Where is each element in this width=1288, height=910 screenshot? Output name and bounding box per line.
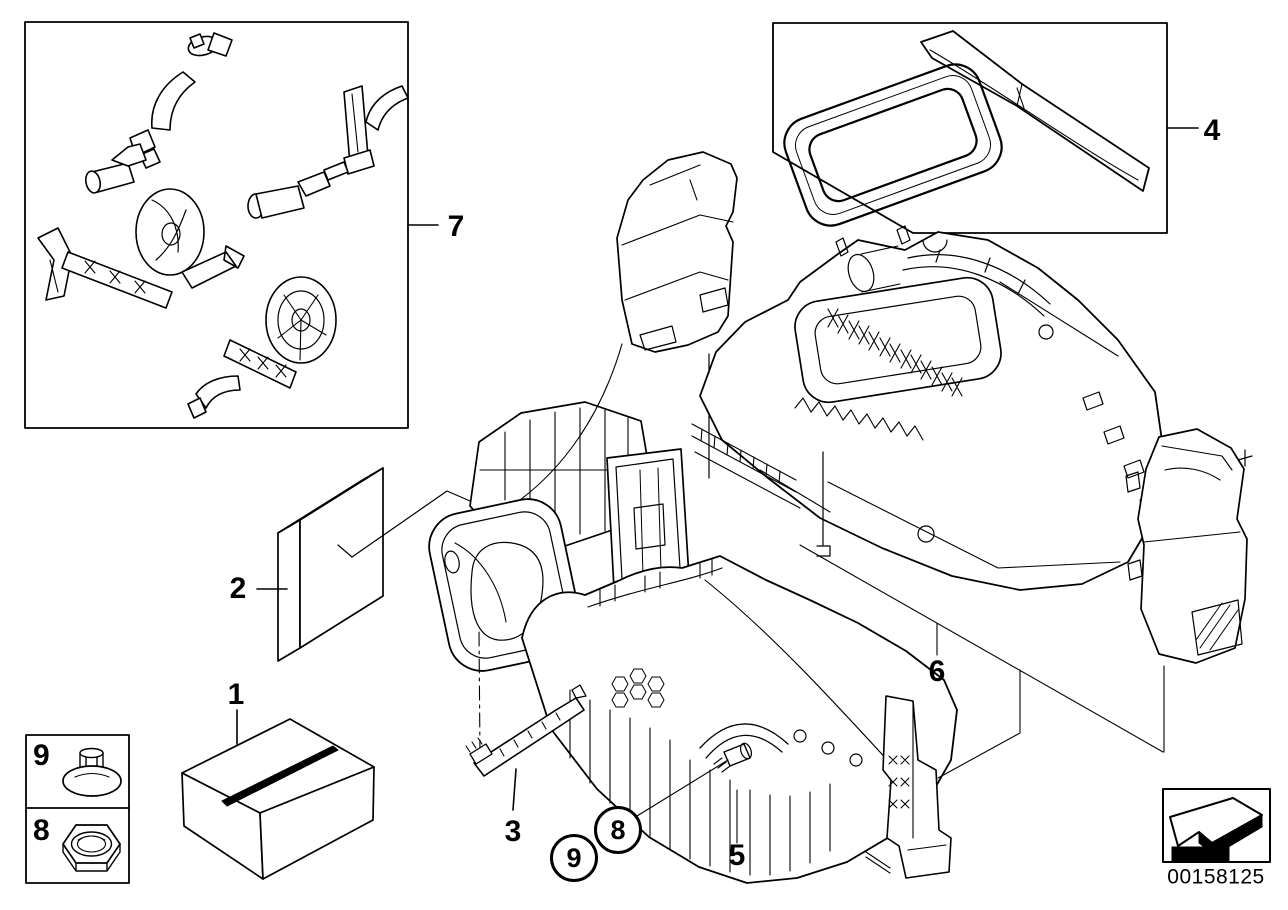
right-duct-housing-drawing (1125, 428, 1253, 664)
seal-kit-box-4 (772, 22, 1199, 234)
callout-1[interactable]: 1 (227, 678, 245, 711)
leader-lines (736, 544, 1165, 844)
callout-4[interactable]: 4 (1203, 114, 1221, 147)
callout-5[interactable]: 5 (728, 839, 746, 872)
sealing-plug-icon (62, 747, 122, 797)
callout-6[interactable]: 6 (928, 655, 946, 688)
fastener-legend-box (25, 734, 130, 884)
cover-strip-drawing (920, 30, 1150, 192)
lever-kit-box-7 (24, 21, 439, 429)
heater-core-assembly-drawing (691, 225, 1164, 591)
callout-8-label: 8 (610, 814, 626, 845)
document-number: 00158125 (1167, 865, 1265, 889)
legend-item-8-label[interactable]: 8 (33, 814, 50, 847)
center-axis-line (478, 631, 481, 757)
travel-direction-arrow-icon (1169, 797, 1263, 862)
callout-3[interactable]: 3 (504, 815, 522, 848)
callout-7[interactable]: 7 (447, 210, 465, 243)
mounting-rail-drawing-3 (465, 684, 587, 811)
callout-9-label: 9 (566, 842, 582, 873)
microfilter-drawing-2 (256, 467, 471, 662)
callout-9-circled[interactable]: 9 (550, 834, 598, 882)
rubber-seal-drawing (783, 63, 1003, 227)
callout-2[interactable]: 2 (229, 572, 247, 605)
footer-plate (1162, 788, 1271, 863)
callout-8-circled[interactable]: 8 (594, 806, 642, 854)
air-distribution-housing-drawing (616, 151, 738, 479)
carton-drawing-1 (181, 709, 375, 880)
stud-bolt-drawing-8 (636, 742, 753, 817)
legend-item-9-label[interactable]: 9 (33, 739, 50, 772)
lower-housing-drawing-5 (521, 555, 958, 884)
hex-nut-icon (62, 824, 121, 872)
